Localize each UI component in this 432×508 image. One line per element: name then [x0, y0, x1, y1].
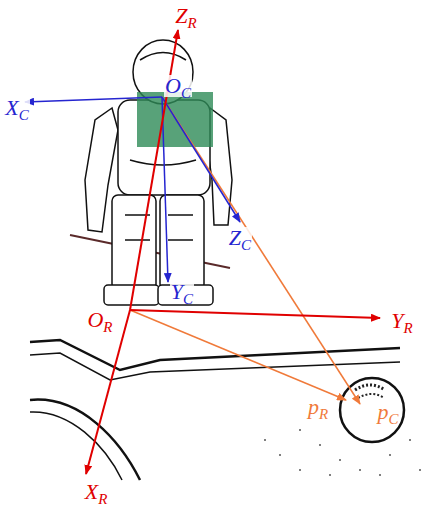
- axis-label: XC: [4, 97, 29, 119]
- axis-label: XR: [84, 481, 109, 503]
- vectors: [130, 97, 360, 404]
- robot: [70, 40, 232, 305]
- axis-label: OC: [164, 75, 192, 97]
- ground-speckles: [264, 429, 421, 476]
- robot-axes: [86, 30, 380, 474]
- axis-label: pC: [376, 401, 399, 423]
- axis-label: ZC: [228, 227, 252, 249]
- axis-label: OR: [86, 309, 113, 331]
- axis-label: YR: [390, 310, 413, 332]
- axis-label: ZR: [174, 5, 197, 27]
- axis-label: YC: [170, 281, 194, 303]
- camera-axes: [25, 97, 240, 282]
- axis-label: pR: [307, 396, 329, 418]
